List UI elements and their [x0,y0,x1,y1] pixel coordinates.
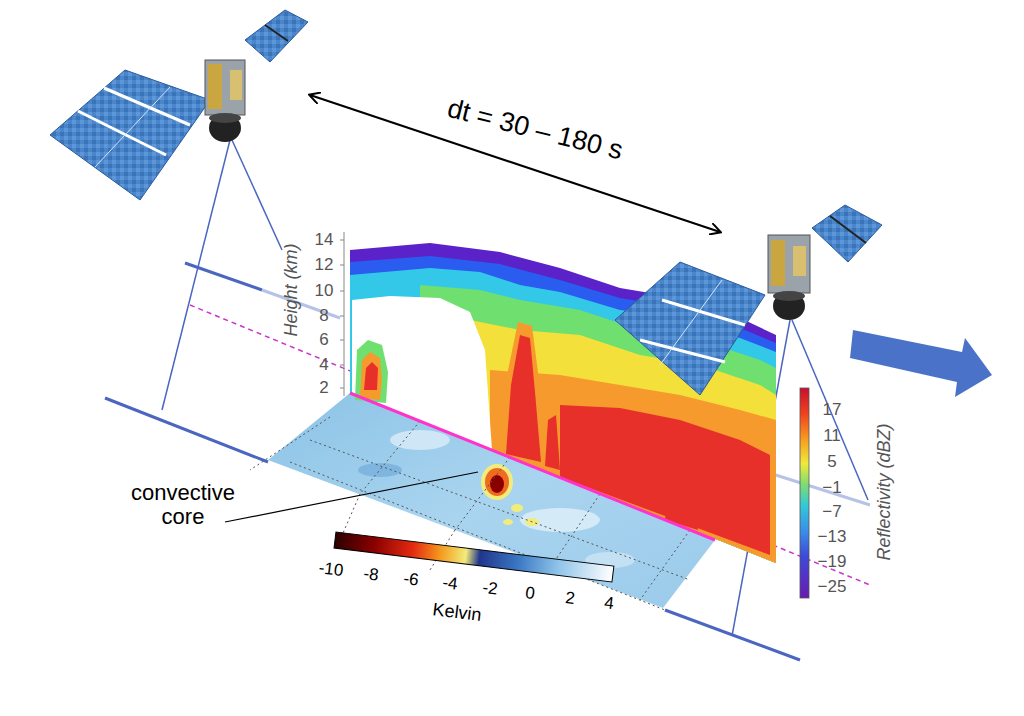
colorbar-tick: -10 [318,559,345,581]
art-part [355,340,388,403]
art-part [660,280,722,365]
colorbar-tick: 4 [603,594,615,614]
art-part [245,10,308,62]
satellite [50,10,308,200]
axis-tick: 4 [319,356,328,375]
art-part [485,468,509,496]
art-part [340,388,344,389]
art-part [500,322,548,465]
art-part [344,232,345,396]
colorbar-title: Kelvin [431,601,482,627]
axis-tick: −25 [818,578,847,597]
art-part [162,140,230,410]
time-label: dt = 30 – 180 s [444,94,625,166]
art-part [340,291,344,292]
art-part [360,421,420,494]
satellite [615,205,882,395]
art-part [455,457,510,530]
art-part [481,464,513,500]
art-part [812,205,882,262]
art-part [358,463,402,477]
art-part [511,504,523,512]
callout-label: convective core [121,481,246,529]
art-part [95,87,170,167]
art-part [230,70,242,100]
art-part [364,362,378,390]
colorbar-tick: 0 [524,584,536,604]
direction-arrow [850,330,992,397]
art-part [490,475,504,493]
art-part [352,296,492,450]
art-part [50,70,210,200]
axis-tick: 12 [315,256,334,275]
ground-track [105,140,870,660]
axis-tick: −19 [818,553,847,572]
art-part [830,216,866,243]
axis-tick: 6 [319,331,328,350]
art-part [340,365,344,366]
leader-line [225,472,478,522]
art-part [185,263,262,290]
art-part [350,393,715,540]
art-part [209,113,241,123]
colorbar-tick: -4 [442,574,459,594]
axis-title: Reflectivity (dBZ) [875,423,895,560]
axis-title: Height (km) [282,243,302,336]
art-part [340,265,344,266]
art-part [340,240,344,388]
art-part [760,470,870,505]
axis-tick: 10 [315,282,334,301]
art-part [550,494,600,568]
art-part [265,25,288,41]
art-part [771,240,785,286]
art-part [640,530,690,600]
art-part [340,240,344,241]
art-part [208,64,222,109]
axis-tick: −7 [822,503,841,522]
colorbar-tick: -6 [402,569,419,589]
art-part [506,335,541,462]
reflectivity-colorbar [800,388,809,598]
art-part [350,256,776,563]
art-part [209,114,241,142]
art-part [390,430,450,450]
axis-tick: −13 [818,528,847,547]
art-part [768,235,810,293]
art-part [503,519,513,525]
art-part [470,320,776,563]
art-part [360,352,382,400]
art-part [773,292,805,320]
art-part [793,246,806,276]
axis-tick: 8 [319,307,328,326]
art-part [78,111,166,155]
colorbar-tick: 2 [564,589,576,609]
art-part [232,140,282,250]
art-part [350,243,776,563]
radar-curtain [340,232,776,563]
art-part [545,415,560,470]
art-part [773,291,805,301]
axis-tick: 2 [319,379,328,398]
art-part [640,340,725,362]
art-part [205,60,245,115]
art-part [800,388,809,598]
art-part [340,316,344,317]
art-part [665,452,698,530]
art-part [105,398,268,462]
art-part [615,262,765,395]
axis-tick: −1 [822,479,841,498]
art-part [662,300,745,325]
art-part [340,340,344,341]
art-part [104,88,190,125]
axis-tick: 14 [315,231,334,250]
axis-tick: 5 [827,453,836,472]
axis-tick: 11 [823,427,841,446]
axis-tick: 17 [823,401,842,420]
colorbar-tick: -2 [481,579,498,599]
art-part [560,405,770,555]
colorbar-tick: -8 [362,564,379,584]
